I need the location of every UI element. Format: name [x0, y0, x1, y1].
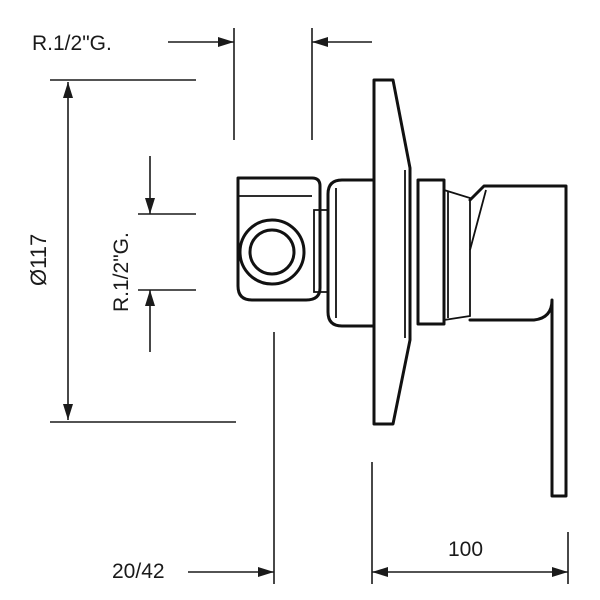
depth-label: 20/42 [112, 560, 165, 583]
top-thread-dimension: R.1/2"G. [32, 28, 372, 140]
diameter-label: Ø117 [26, 234, 51, 286]
cartridge-body [326, 178, 376, 328]
wall-plate [372, 78, 412, 426]
top-thread-label: R.1/2"G. [32, 32, 112, 55]
side-thread-label: R.1/2"G. [110, 232, 133, 312]
valve-body [236, 78, 568, 498]
connection-nut [416, 178, 446, 326]
inlet-port-outer [238, 218, 306, 286]
side-thread-dimension: R.1/2"G. [110, 156, 196, 352]
width-label: 100 [448, 538, 483, 561]
depth-dimension: 20/42 [112, 332, 275, 584]
diameter-dimension: Ø117 [26, 79, 236, 423]
width-dimension: 100 [371, 462, 569, 584]
inlet-port-inner [248, 228, 296, 276]
inlet-housing [236, 176, 322, 302]
lever-handle [468, 184, 568, 498]
